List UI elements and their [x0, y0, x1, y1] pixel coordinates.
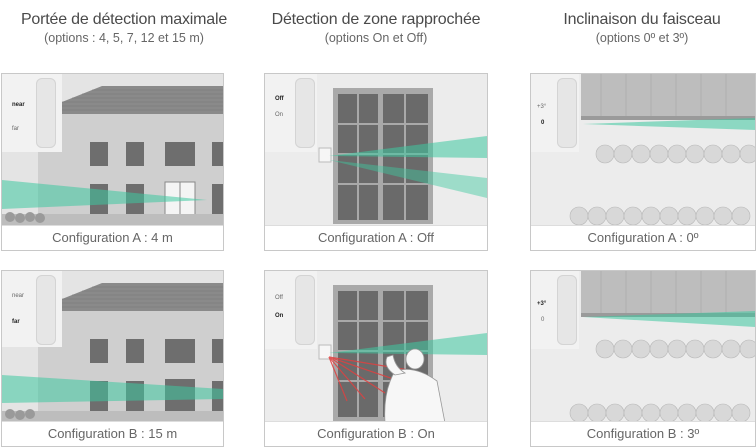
dial-label-bottom: On: [275, 112, 284, 118]
panel-tilt-a: +3° 0 Configuration A : 0º: [530, 73, 756, 251]
panel-near-zone-a: Off On Configuration A : Off: [264, 73, 488, 251]
panel-caption: Configuration A : Off: [265, 225, 487, 250]
setting-dial: near far: [2, 271, 62, 347]
dial-label-top: near: [12, 102, 25, 108]
column-header-tilt: Inclinaison du faisceau (options 0º et 3…: [528, 0, 756, 46]
dial-label-top: +3°: [537, 104, 547, 110]
column-subtitle: (options : 4, 5, 7, 12 et 15 m): [44, 31, 204, 45]
panel-caption: Configuration B : 15 m: [2, 421, 223, 446]
garden-top-scene: [531, 74, 755, 226]
panel-caption: Configuration B : 3º: [531, 421, 755, 446]
panel-caption: Configuration A : 4 m: [2, 225, 223, 250]
column-title: Inclinaison du faisceau: [563, 11, 721, 28]
panel-caption: Configuration A : 0º: [531, 225, 755, 250]
dial-label-top: +3°: [537, 301, 547, 307]
dial-label-top: Off: [275, 96, 284, 102]
dial-label-top: near: [12, 293, 25, 299]
column-header-near-zone: Détection de zone rapprochée (options On…: [262, 0, 490, 46]
panel-caption: Configuration B : On: [265, 421, 487, 446]
dial-label-bottom: On: [275, 313, 284, 319]
panel-range-b: near far Configuration B : 15 m: [1, 270, 224, 447]
panel-near-zone-b: Off On Configuration B : On: [264, 270, 488, 447]
column-header-range: Portée de détection maximale (options : …: [0, 0, 248, 46]
panel-range-a: near far Configuration A : 4 m: [1, 73, 224, 251]
setting-dial: Off On: [265, 74, 317, 152]
column-subtitle: (options 0º et 3º): [595, 31, 689, 45]
setting-dial: +3° 0: [531, 74, 579, 152]
setting-dial: +3° 0: [531, 271, 579, 349]
dial-knob: [295, 275, 315, 345]
dial-label-bottom: 0: [541, 120, 545, 126]
dial-label-top: Off: [275, 295, 283, 301]
setting-dial: Off On: [265, 271, 317, 349]
panel-tilt-b: +3° 0 Configuration B : 3º: [530, 270, 756, 447]
dial-knob: [36, 78, 56, 148]
column-subtitle: (options On et Off): [324, 31, 428, 45]
dial-knob: [36, 275, 56, 345]
setting-dial: near far: [2, 74, 62, 152]
dial-knob: [557, 275, 577, 345]
dial-label-bottom: far: [12, 126, 20, 132]
dial-knob: [557, 78, 577, 148]
column-title: Détection de zone rapprochée: [271, 11, 481, 28]
house-scene: [2, 74, 223, 226]
column-title: Portée de détection maximale: [20, 11, 228, 28]
dial-label-bottom: 0: [541, 317, 545, 323]
dial-knob: [295, 78, 315, 148]
dial-label-bottom: far: [12, 319, 20, 325]
